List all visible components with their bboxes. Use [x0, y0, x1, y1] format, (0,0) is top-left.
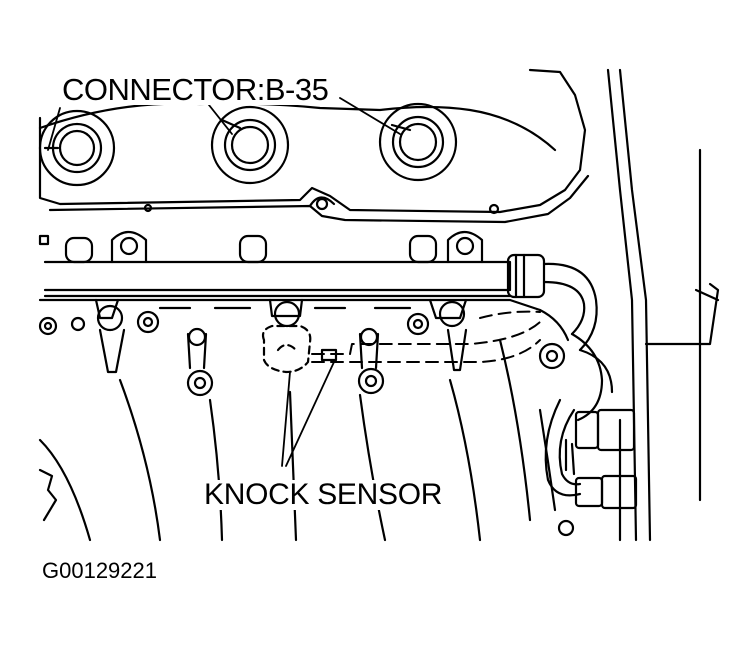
- fuel-rail: [40, 232, 544, 297]
- knock-sensor-label: KNOCK SENSOR: [200, 480, 447, 510]
- knock-sensor-harness: [312, 312, 540, 362]
- brackets: [188, 329, 573, 535]
- figure-id: G00129221: [42, 558, 157, 583]
- knock-sensor-shape: [263, 326, 310, 372]
- knock-sensor-connector: [322, 350, 336, 360]
- head-cover: [40, 70, 588, 222]
- intake-manifold: [40, 300, 540, 540]
- knock-sensor-leaders: [282, 362, 334, 466]
- connector-leaders: [48, 98, 400, 150]
- connector-label: CONNECTOR:B-35: [58, 74, 333, 105]
- body-panel: [608, 70, 718, 540]
- wiring-harness: [540, 264, 636, 508]
- coil-wells: [40, 104, 456, 185]
